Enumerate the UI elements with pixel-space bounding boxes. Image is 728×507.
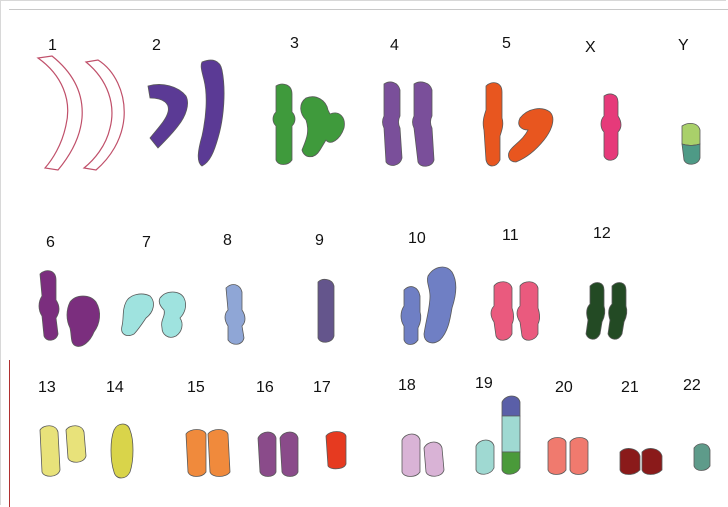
chromosome-11 [491,282,540,341]
chromosome-19 [476,396,520,474]
label-chr-6: 6 [46,234,55,251]
chromosome-20 [548,438,588,475]
chromosome-2 [148,60,224,166]
label-chr-18: 18 [398,377,416,394]
label-chr-1: 1 [48,37,57,54]
chromosome-17 [326,432,346,469]
chromosome-1 [38,56,124,170]
label-chr-21: 21 [621,379,639,396]
chromosome-10 [401,267,456,344]
label-chr-11: 11 [502,227,519,244]
label-chr-2: 2 [152,37,161,54]
chromosome-8 [225,285,245,345]
label-chr-4: 4 [390,37,399,54]
chromosome-12 [586,283,627,340]
chromosome-5 [483,83,553,166]
label-chr-8: 8 [223,232,232,249]
label-chr-Y: Y [678,37,689,54]
label-chr-5: 5 [502,35,511,52]
chromosome-3 [273,84,344,164]
label-chr-3: 3 [290,35,299,52]
chromosome-14 [111,424,133,478]
chromosome-18 [402,434,444,477]
chromosome-Y [682,123,700,164]
chromosome-15 [186,430,230,477]
label-chr-22: 22 [683,377,701,394]
label-chr-10: 10 [408,230,426,247]
label-chr-9: 9 [315,232,324,249]
label-chr-17: 17 [313,379,331,396]
chromosome-9 [318,279,334,342]
label-chr-15: 15 [187,379,205,396]
label-chr-14: 14 [106,379,124,396]
label-chr-7: 7 [142,234,151,251]
chromosome-22 [694,444,710,471]
label-chr-12: 12 [593,225,611,242]
chromosome-6 [39,271,100,347]
label-chr-16: 16 [256,379,274,396]
chromosome-16 [258,432,298,477]
label-chr-X: X [585,39,596,56]
chromosome-13 [40,426,86,477]
label-chr-19: 19 [475,375,493,392]
chromosome-X [601,94,621,160]
chromosome-21 [620,449,662,475]
chromosome-7 [122,292,186,337]
label-chr-20: 20 [555,379,573,396]
label-chr-13: 13 [38,379,56,396]
chromosome-4 [383,82,435,166]
